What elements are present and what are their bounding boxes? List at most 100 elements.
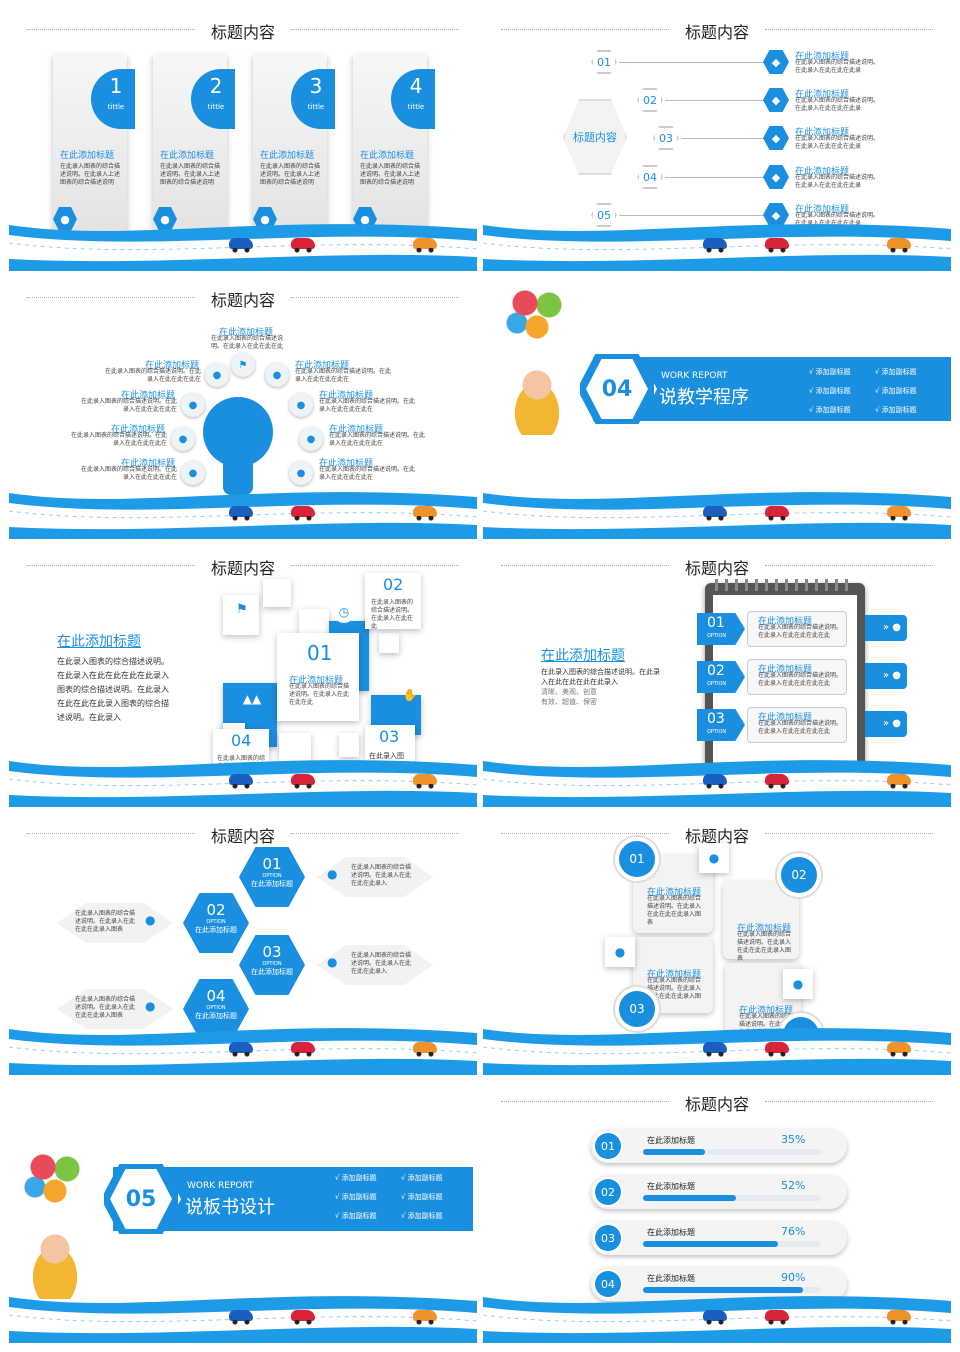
title-rule-left	[501, 565, 669, 566]
step-node[interactable]: 01	[591, 50, 617, 74]
option-sub: OPTION	[707, 729, 727, 735]
title-rule-right	[291, 565, 459, 566]
red-car-icon	[765, 1310, 789, 1325]
left-text: 在此录入图表的综合描述说明。在此录入在此在此在此在	[71, 432, 168, 447]
row-number-text: 03	[601, 1231, 615, 1245]
number-circle: 01	[619, 841, 655, 877]
option-text: 在此录入图表的综合描述说明。在此录入在此在此在此录入图表	[75, 996, 136, 1019]
slide-title: 标题内容	[210, 559, 275, 578]
bullet-item: 有效、超值、保密	[541, 698, 597, 706]
option-label: 在此添加标题	[251, 880, 293, 888]
block-heading: 在此添加标题	[541, 648, 625, 664]
subtitle-item: √ 添加副标题	[335, 1174, 377, 1182]
red-car-icon	[291, 774, 315, 789]
left-heading: 在此添加标题	[120, 391, 175, 401]
hand-icon: ✋	[402, 688, 418, 702]
tile-number: 02	[383, 575, 404, 594]
subtitle-item: √ 添加副标题	[335, 1212, 377, 1220]
subtitle-item: √ 添加副标题	[401, 1193, 443, 1201]
left-text: 在此录入图表的综合描述说明。在此录入在此在此在此在	[105, 368, 202, 383]
tile-03[interactable]: 03 在此录入图	[365, 725, 415, 769]
step-node[interactable]: 02	[637, 88, 663, 112]
left-heading: 在此添加标题	[144, 361, 199, 371]
user-icon: ◆	[763, 50, 789, 74]
block-text: 在此录入图表的综合描述说明。在此录入在此在此在此在此录入图表的综合描述说明。在此…	[57, 657, 169, 722]
slide-3-bulb[interactable]: 标题内容在此添加标题在此录入图表的综合描述说明。在此录入在此在此在此⚑●在此添加…	[9, 275, 477, 539]
card-text: 在此录入图表的综合描述说明。在此录入上述图表的综合描述说明	[360, 163, 421, 186]
title-rule-left	[501, 1101, 669, 1102]
subtitle-item: √ 添加副标题	[809, 368, 851, 376]
chart-icon: ●	[171, 427, 195, 451]
progress-track	[643, 1241, 821, 1247]
blue-car-icon	[229, 774, 253, 789]
option-text: 在此录入图表的综合描述说明。在此录入在此在此在此录入	[351, 952, 412, 975]
step-node[interactable]: 03	[653, 126, 679, 150]
title-rule-right	[291, 833, 459, 834]
notebook-rings	[715, 579, 855, 591]
tile-number: 03	[379, 727, 400, 746]
orange-car-icon	[887, 774, 911, 789]
lightbulb-icon	[203, 397, 273, 467]
option-number: 02	[707, 663, 725, 679]
circle-number: 03	[629, 1002, 645, 1016]
section-cn: 说教学程序	[659, 387, 749, 408]
card-sub: tittle	[207, 103, 225, 111]
blue-car-icon	[703, 774, 727, 789]
slide-5-tiles[interactable]: 标题内容在此添加标题在此录入图表的综合描述说明。在此录入在此在此在此在此录入图表…	[9, 543, 477, 807]
card-heading: 在此添加标题	[360, 151, 415, 161]
step-node[interactable]: 04	[637, 165, 663, 189]
slide-title: 标题内容	[684, 1095, 749, 1114]
row-number: 02	[595, 1179, 621, 1205]
top-heading: 在此添加标题	[219, 328, 274, 338]
presenter-icon: ●	[605, 937, 635, 967]
row-number-text: 01	[601, 1139, 615, 1153]
option-text: 在此录入图表的综合描述说明。在此录入在此在此在此在此	[758, 672, 843, 687]
option-sub: OPTION	[707, 681, 727, 687]
card-text: 在此录入图表的综合描述说明。在此录入上述图表的综合描述说明	[260, 163, 321, 186]
option-number: 03	[262, 943, 282, 961]
orange-car-icon	[887, 238, 911, 253]
orange-car-icon	[413, 238, 437, 253]
option-box: 在此添加标题在此录入图表的综合描述说明。在此录入在此在此在此在此	[747, 659, 847, 695]
blue-car-icon	[703, 506, 727, 521]
info-card[interactable]: 在此添加标题在此录入图表的综合描述说明。在此录入在此在此在此录入图表	[723, 881, 799, 962]
card-sub: tittle	[407, 103, 425, 111]
card-sub: tittle	[107, 103, 125, 111]
option-box: 在此添加标题在此录入图表的综合描述说明。在此录入在此在此在此在此	[747, 707, 847, 743]
option-box: 在此添加标题在此录入图表的综合描述说明。在此录入在此在此在此在此	[747, 611, 847, 647]
row-number: 03	[595, 1225, 621, 1251]
red-car-icon	[765, 506, 789, 521]
row-number: 04	[595, 1271, 621, 1297]
card-text: 在此录入图表的综合描述说明。在此录入上述图表的综合描述说明	[60, 163, 121, 186]
right-heading: 在此添加标题	[295, 361, 350, 371]
red-car-icon	[291, 1042, 315, 1057]
pie-icon: » ●	[865, 663, 907, 689]
tile-text: 在此录入图	[369, 752, 404, 760]
tile-number: 04	[231, 731, 252, 750]
slide-6-notebook[interactable]: 标题内容在此添加标题在此录入图表的综合描述说明。在此录入在此在此在此在此录入清晰…	[483, 543, 951, 807]
blue-car-icon	[229, 238, 253, 253]
subtitle-item: √ 添加副标题	[875, 387, 917, 395]
row-label: 在此添加标题	[647, 1182, 695, 1191]
orange-car-icon	[887, 1042, 911, 1057]
team-icon: ●	[699, 843, 729, 873]
blue-car-icon	[229, 1310, 253, 1325]
subtitle-item: √ 添加副标题	[809, 406, 851, 414]
option-heading: 在此添加标题	[758, 617, 813, 627]
slide-8-cards[interactable]: 标题内容在此添加标题在此录入图表的综合描述说明。在此录入在此在此在此录入图表在此…	[483, 811, 951, 1075]
